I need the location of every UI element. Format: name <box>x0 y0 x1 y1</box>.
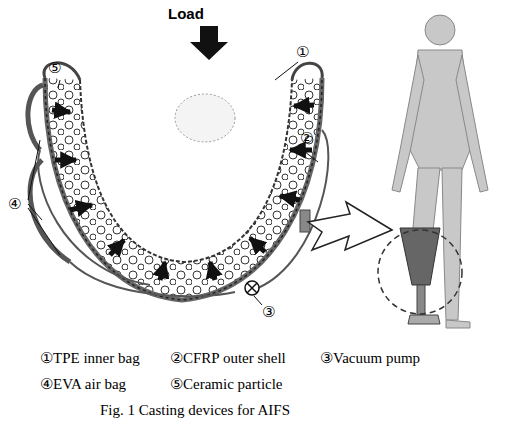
load-label: Load <box>168 6 204 23</box>
callout-number: ⑤ <box>48 60 61 77</box>
vacuum-pump <box>247 283 257 293</box>
valve <box>300 210 310 232</box>
callout-number: ① <box>296 44 309 61</box>
key-item: ⑤Ceramic particle <box>170 376 283 393</box>
tpe-inner-bag <box>45 78 322 300</box>
key-item: ①TPE inner bag <box>40 350 140 367</box>
vacuum-pump <box>245 281 259 295</box>
detail-arrow <box>308 202 392 250</box>
pressure-arrows <box>52 105 314 280</box>
figure-caption: Fig. 1 Casting devices for AIFS <box>100 402 290 419</box>
callout-number: ② <box>300 130 313 147</box>
callout-number: ③ <box>262 304 275 321</box>
callout-number: ④ <box>8 196 21 213</box>
leader-line <box>28 62 318 305</box>
hose <box>38 130 328 296</box>
key-item: ④EVA air bag <box>40 376 126 393</box>
load-arrow <box>190 26 228 60</box>
eva-air-bag <box>28 85 70 262</box>
human-figure <box>392 15 488 328</box>
prosthetic-leg <box>400 168 440 324</box>
key-item: ③Vacuum pump <box>320 350 420 367</box>
detail-circle <box>378 230 462 314</box>
stump <box>175 94 235 142</box>
rim <box>292 63 322 80</box>
cfrp-outer-shell <box>45 78 322 300</box>
inner-wall <box>80 80 292 262</box>
ceramic-particles <box>45 78 322 300</box>
key-item: ②CFRP outer shell <box>170 350 286 367</box>
